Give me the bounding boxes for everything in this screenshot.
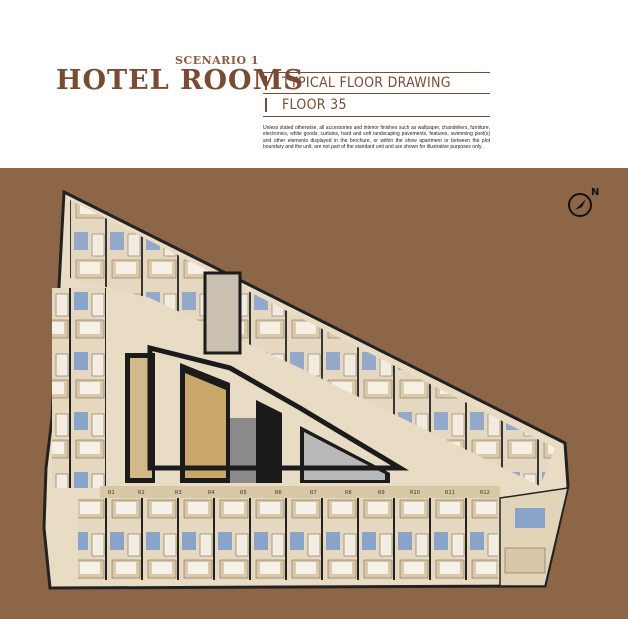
divider-bar (265, 76, 267, 90)
room-label-r9: R9 (378, 490, 385, 496)
compass-icon: N (568, 187, 599, 217)
left-room-column (52, 288, 106, 488)
service-core (230, 418, 256, 483)
room-label-r7: R7 (310, 490, 317, 496)
floor-plan: R1 R2 R3 R4 R5 R6 R7 R8 R9 R10 R11 R12 N (42, 187, 599, 590)
room-label-r12: R12 (480, 490, 490, 496)
lower-room-row (78, 498, 498, 580)
page-title: HOTEL ROOMS (56, 65, 304, 96)
disclaimer-text: Unless stated otherwise, all accessories… (263, 125, 490, 150)
divider (263, 116, 490, 117)
compass-north-label: N (591, 187, 599, 198)
scenario-label: SCENARIO 1 (175, 54, 260, 67)
upper-room-band (70, 200, 555, 486)
floor-label: FLOOR 35 (282, 97, 347, 113)
room-label-r10: R10 (410, 490, 420, 496)
corridor (100, 486, 500, 498)
drawing-type: TYPICAL FLOOR DRAWING (282, 75, 451, 91)
header: SCENARIO 1 HOTEL ROOMS TYPICAL FLOOR DRA… (0, 0, 628, 168)
divider (263, 93, 490, 94)
room-label-r1: R1 (108, 490, 115, 496)
room-label-r3: R3 (175, 490, 182, 496)
room-label-r5: R5 (240, 490, 247, 496)
room-label-r2: R2 (138, 490, 145, 496)
divider-bar (265, 98, 267, 112)
divider (263, 72, 490, 73)
room-label-r11: R11 (445, 490, 455, 496)
room-label-r6: R6 (275, 490, 282, 496)
room-label-r4: R4 (208, 490, 215, 496)
stair-core-upper (203, 271, 242, 355)
room-label-r8: R8 (345, 490, 352, 496)
core-stairs (256, 400, 282, 483)
